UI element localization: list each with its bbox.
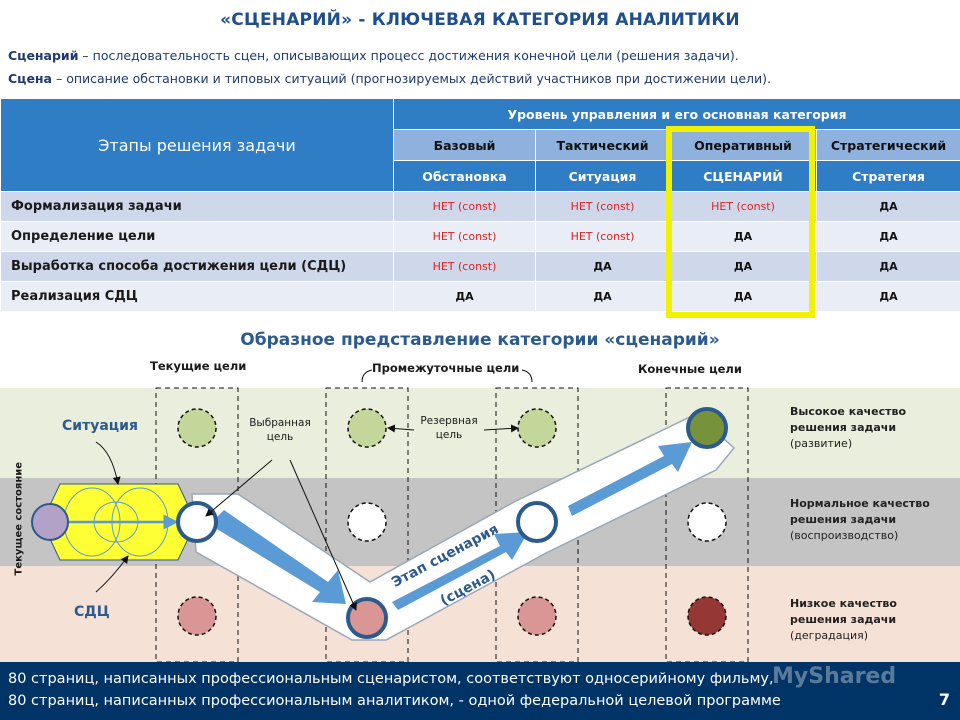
- diagram-title: Образное представление категории «сценар…: [240, 330, 720, 350]
- definition-term: Сцена: [8, 71, 52, 86]
- table-row: Реализация СДЦ ДА ДА ДА ДА: [0, 281, 960, 312]
- table-cell: ДА: [815, 191, 960, 222]
- brace-right: [521, 369, 533, 383]
- arrow-sdc: [95, 555, 129, 593]
- table-cell: НЕТ (const): [393, 221, 536, 252]
- quality-low-text: Низкое качество решения задачи (деградац…: [790, 596, 940, 644]
- highlight-operational-column: [666, 126, 815, 318]
- table-row: Формализация задачи НЕТ (const) НЕТ (con…: [0, 191, 960, 222]
- goal-intermediate1-high: [347, 408, 387, 448]
- band-high-quality: [0, 388, 960, 478]
- quality-high-note: (развитие): [790, 437, 853, 450]
- label-sdc: СДЦ: [74, 604, 110, 620]
- table-cell: НЕТ (const): [393, 191, 536, 222]
- table-cell: ДА: [669, 251, 817, 282]
- quality-normal-title: Нормальное качество решения задачи: [790, 497, 930, 526]
- goal-final-low: [687, 596, 727, 636]
- table-cell: ДА: [815, 221, 960, 252]
- row-label: Определение цели: [0, 221, 394, 252]
- levels-table: Этапы решения задачи Уровень управления …: [0, 98, 960, 312]
- definition-text: – описание обстановки и типовых ситуаций…: [52, 71, 772, 86]
- table-cell: ДА: [669, 281, 817, 312]
- table-cell: ДА: [393, 281, 536, 312]
- column-intermediate-goals-1: [325, 387, 409, 662]
- table-cell: ДА: [815, 251, 960, 282]
- arrow-situation: [95, 441, 121, 485]
- quality-low-note: (деградация): [790, 629, 869, 642]
- goal-current-low: [177, 596, 217, 636]
- arrow-selected-2: [289, 459, 357, 611]
- level-basic: Базовый: [393, 129, 536, 161]
- level-header: Уровень управления и его основная катего…: [392, 98, 960, 130]
- arrow-selected-1: [205, 459, 273, 517]
- arrow-reserve-1: [387, 424, 415, 433]
- goal-intermediate1-normal: [347, 502, 387, 542]
- label-situation: Ситуация: [62, 418, 138, 434]
- page-title: «СЦЕНАРИЙ» - КЛЮЧЕВАЯ КАТЕГОРИЯ АНАЛИТИК…: [220, 10, 740, 30]
- table-cell: НЕТ (const): [393, 251, 536, 282]
- definition-scene: Сцена – описание обстановки и типовых си…: [8, 71, 771, 86]
- table-cell: ДА: [815, 281, 960, 312]
- level-operational: Оперативный: [669, 129, 817, 161]
- goal-current-high: [177, 408, 217, 448]
- category-situation-basic: Обстановка: [393, 160, 536, 192]
- row-label: Формализация задачи: [0, 191, 394, 222]
- table-cell: ДА: [535, 251, 670, 282]
- table-row: Определение цели НЕТ (const) НЕТ (const)…: [0, 221, 960, 252]
- goal-intermediate2-low: [517, 596, 557, 636]
- table-cell: ДА: [669, 221, 817, 252]
- definition-text: – последовательность сцен, описывающих п…: [78, 48, 739, 63]
- column-final-goals: [665, 387, 749, 662]
- goal-current-normal: [176, 501, 218, 543]
- scenario-arrow-3: [568, 442, 692, 516]
- category-situation: Ситуация: [535, 160, 670, 192]
- quality-high-title: Высокое качество решения задачи: [790, 405, 907, 434]
- scenario-arrow-2: [392, 532, 528, 610]
- goal-intermediate2-normal: [516, 501, 558, 543]
- watermark-logo: MyShared: [772, 664, 897, 689]
- category-strategy: Стратегия: [815, 160, 960, 192]
- goal-final-high: [686, 407, 728, 449]
- label-final-goals: Конечные цели: [638, 362, 742, 376]
- quality-high-text: Высокое качество решения задачи (развити…: [790, 404, 940, 452]
- goal-intermediate1-low: [346, 597, 388, 639]
- quality-normal-text: Нормальное качество решения задачи (восп…: [790, 496, 940, 544]
- row-label: Выработка способа достижения цели (СДЦ): [0, 251, 394, 282]
- level-tactical: Тактический: [535, 129, 670, 161]
- footer-line-2: 80 страниц, написанных профессиональным …: [8, 693, 781, 709]
- scenario-diagram: [0, 369, 960, 662]
- label-intermediate-goals: Промежуточные цели: [372, 361, 520, 375]
- current-state-circle: [31, 503, 69, 541]
- row-label: Реализация СДЦ: [0, 281, 394, 312]
- quality-normal-note: (воспроизводство): [790, 529, 899, 542]
- goal-intermediate2-high: [517, 408, 557, 448]
- table-cell: НЕТ (const): [535, 221, 670, 252]
- page-number: 7: [938, 690, 950, 709]
- label-reserve-goal: Резервная цель: [420, 415, 478, 441]
- brace-left: [361, 369, 373, 383]
- footer-bar: [0, 662, 960, 720]
- quality-low-title: Низкое качество решения задачи: [790, 597, 897, 626]
- goal-final-normal: [687, 502, 727, 542]
- table-row: Выработка способа достижения цели (СДЦ) …: [0, 251, 960, 282]
- table-cell: НЕТ (const): [535, 191, 670, 222]
- label-selected-goal: Выбранная цель: [249, 417, 311, 443]
- label-current-state: Текущее состояние: [13, 461, 25, 576]
- label-current-goals: Текущие цели: [150, 359, 247, 373]
- level-strategic: Стратегический: [815, 129, 960, 161]
- footer-line-1: 80 страниц, написанных профессиональным …: [8, 671, 774, 687]
- stages-header: Этапы решения задачи: [0, 98, 394, 192]
- definition-scenario: Сценарий – последовательность сцен, опис…: [8, 48, 739, 63]
- scenario-arrow-1: [212, 510, 346, 604]
- definition-term: Сценарий: [8, 48, 79, 63]
- arrow-reserve-2: [483, 424, 519, 433]
- table-cell: ДА: [535, 281, 670, 312]
